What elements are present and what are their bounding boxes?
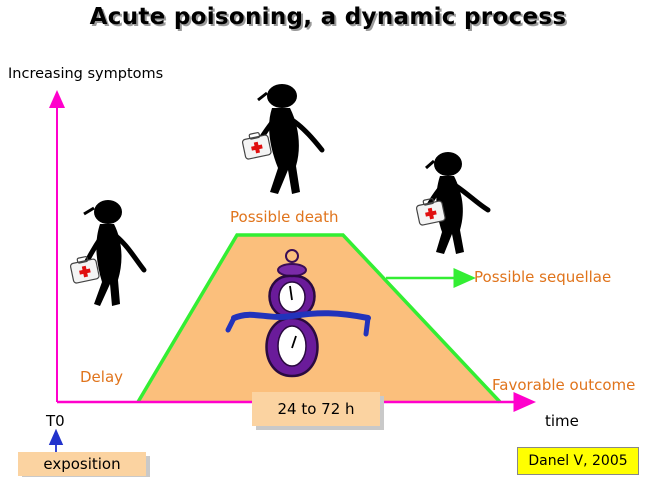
credit-box: Danel V, 2005 [517, 447, 639, 475]
symptom-plateau-area [138, 235, 500, 402]
exposition-box: exposition [18, 452, 146, 476]
figure-death-icon [241, 84, 322, 194]
y-axis-label: Increasing symptoms [8, 66, 163, 82]
duration-box: 24 to 72 h [252, 392, 380, 426]
figure-delay-icon [69, 200, 144, 306]
favorable-outcome-label: Favorable outcome [492, 376, 635, 394]
origin-label: T0 [46, 412, 65, 430]
possible-death-label: Possible death [230, 208, 339, 226]
delay-label: Delay [80, 368, 123, 386]
figure-sequellae-icon [415, 152, 488, 254]
possible-sequellae-label: Possible sequellae [474, 268, 611, 286]
x-axis-label: time [545, 412, 579, 430]
